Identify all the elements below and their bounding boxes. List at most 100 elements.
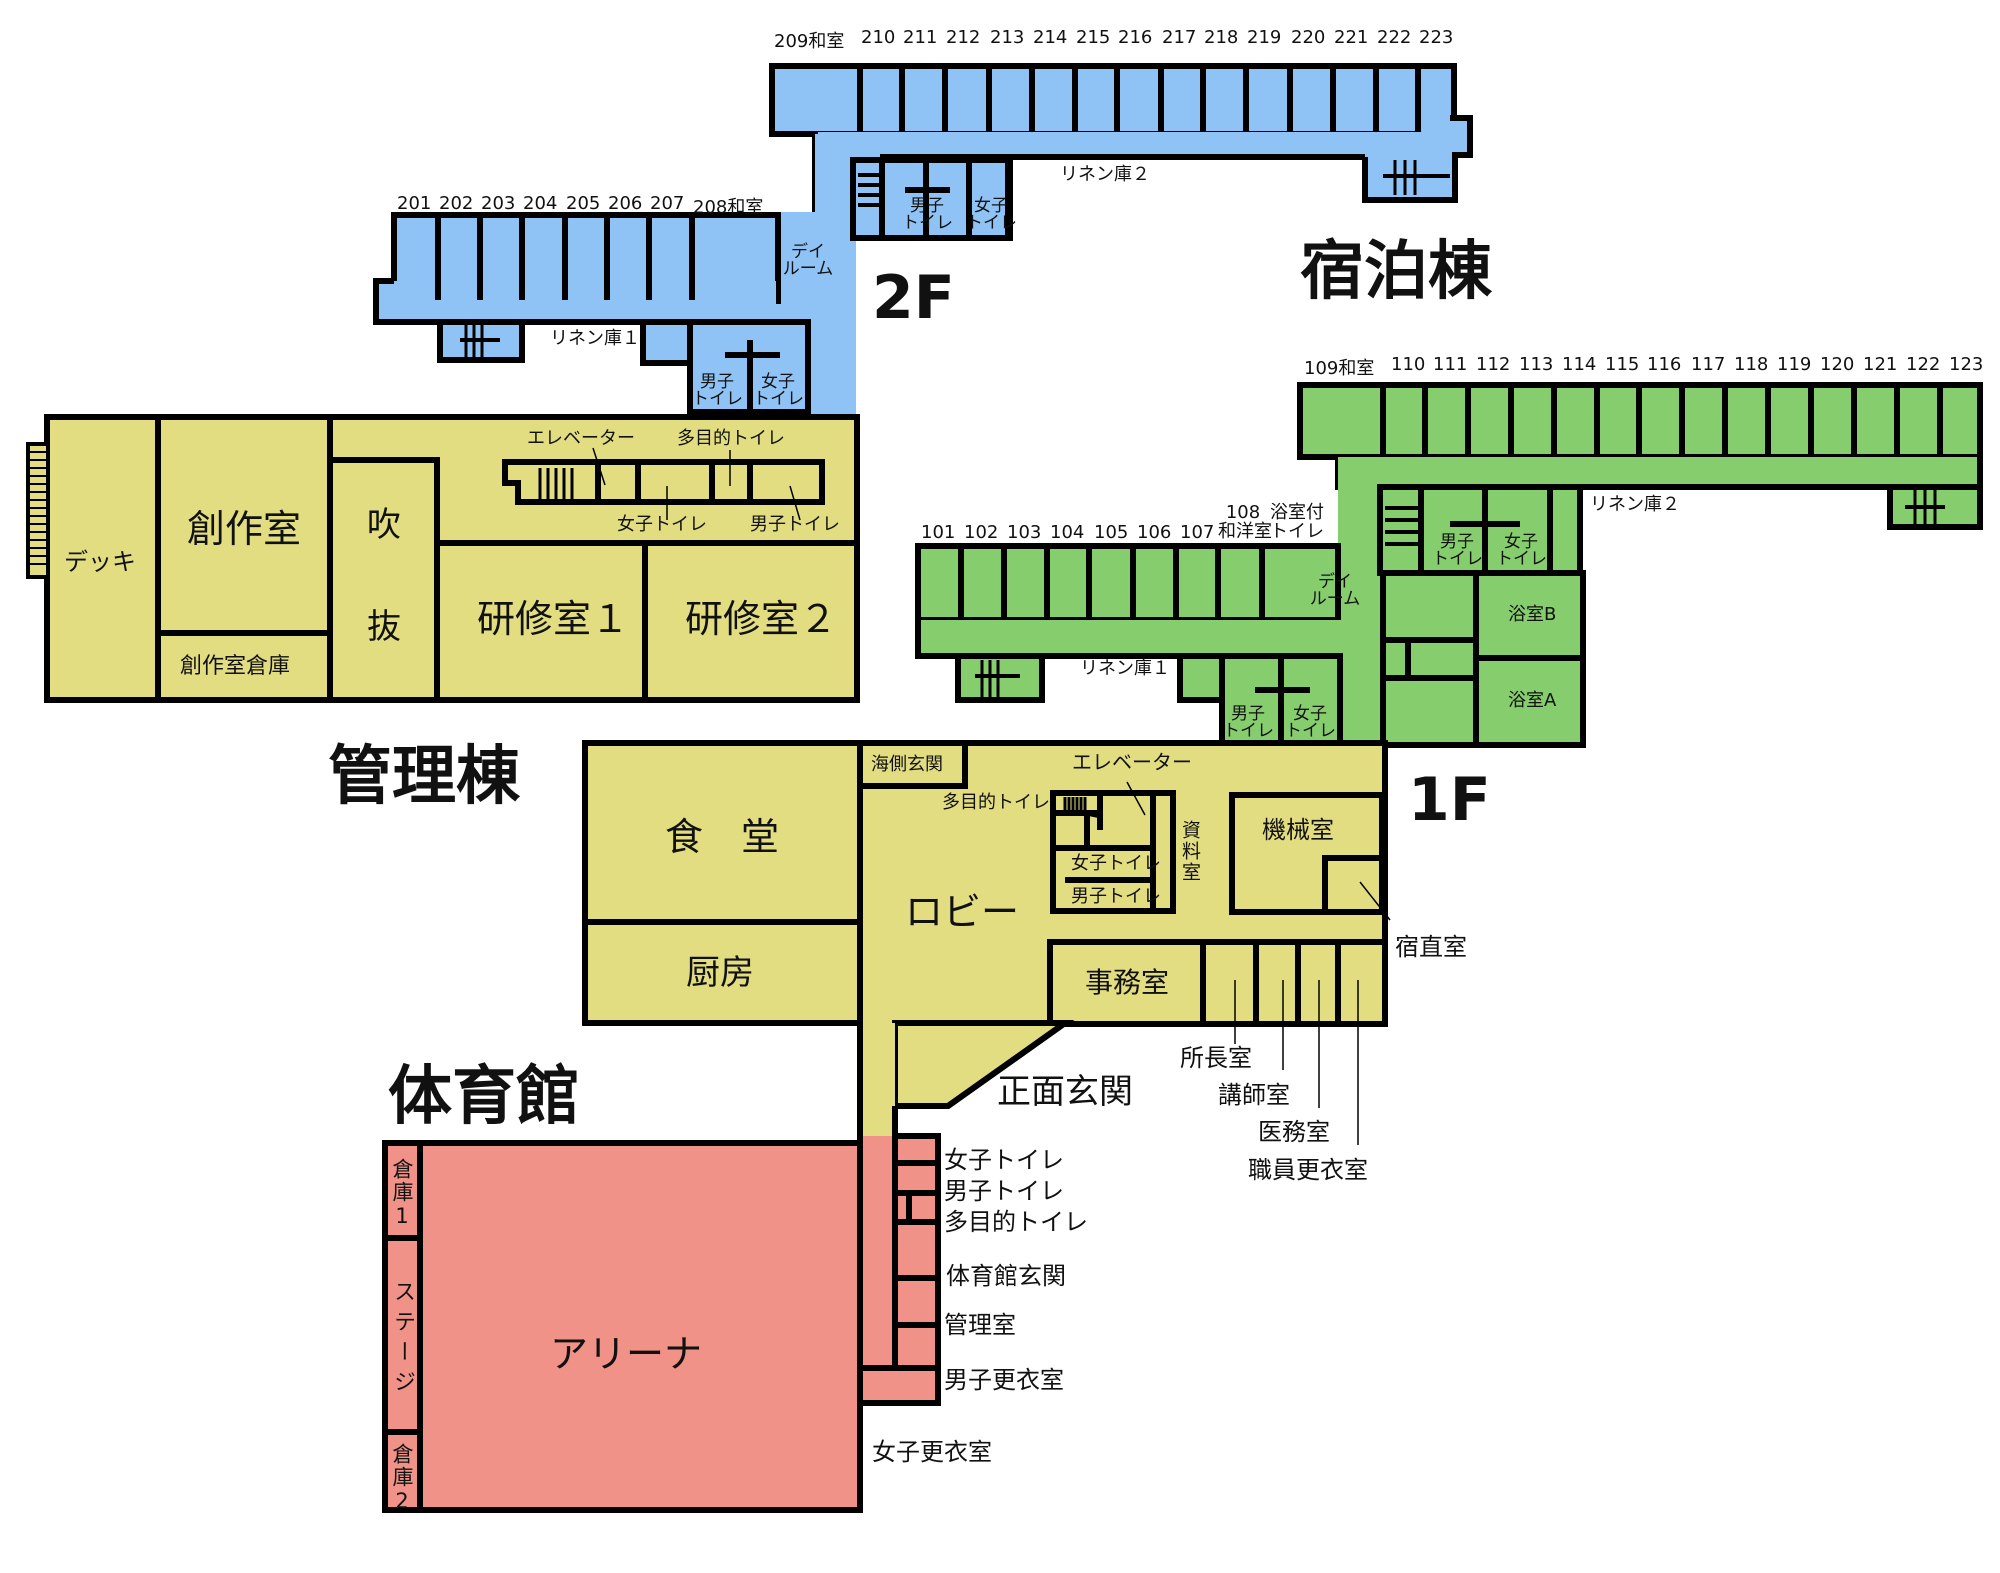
room-label: 113 bbox=[1519, 354, 1554, 375]
room-label: 109和室 bbox=[1304, 358, 1375, 379]
room-label: 208和室 bbox=[693, 197, 764, 218]
room-label: 115 bbox=[1605, 354, 1640, 375]
sea-entrance-label: 海側玄関 bbox=[871, 754, 943, 775]
bath-a-label: 浴室A bbox=[1508, 690, 1557, 711]
room-label: 222 bbox=[1377, 27, 1412, 48]
room-label: 218 bbox=[1204, 27, 1239, 48]
room-label: 207 bbox=[650, 193, 685, 214]
room-label: 217 bbox=[1162, 27, 1197, 48]
admin1f-multipurpose-toilet-label: 多目的トイレ bbox=[942, 792, 1050, 813]
floor2-east-rooms bbox=[857, 66, 1421, 132]
room-label: 202 bbox=[439, 193, 474, 214]
room-label: 114 bbox=[1562, 354, 1597, 375]
room-label: 211 bbox=[903, 27, 938, 48]
storage-1-label: 倉庫1 bbox=[390, 1158, 414, 1230]
room-label: 102 bbox=[964, 522, 999, 543]
admin2f-multipurpose-toilet-label: 多目的トイレ bbox=[677, 428, 785, 449]
medical-room-label: 医務室 bbox=[1258, 1118, 1330, 1146]
craft-room-label: 創作室 bbox=[187, 507, 302, 551]
room-label: 121 bbox=[1863, 354, 1898, 375]
machine-room-label: 機械室 bbox=[1262, 816, 1334, 844]
floor1-west-male-toilet: 男子トイレ bbox=[1223, 704, 1274, 741]
craft-storage-label: 創作室倉庫 bbox=[180, 654, 291, 679]
gym-male-toilet-label: 男子トイレ bbox=[944, 1177, 1064, 1205]
lobby-label: ロビー bbox=[905, 890, 1020, 934]
gym-management-room-label: 管理室 bbox=[944, 1311, 1016, 1339]
floor1-linen1-label: リネン庫１ bbox=[1080, 658, 1170, 679]
room-label: 106 bbox=[1137, 522, 1172, 543]
bath-toilet-room-label: 浴室付トイレ bbox=[1270, 502, 1324, 542]
admin1f-male-toilet-label: 男子トイレ bbox=[1071, 886, 1161, 907]
admin2f-elevator-label: エレベーター bbox=[527, 428, 635, 449]
room-label: 122 bbox=[1906, 354, 1941, 375]
room-label: 116 bbox=[1647, 354, 1682, 375]
room-label: 111 bbox=[1433, 354, 1468, 375]
room-label: 201 bbox=[397, 193, 432, 214]
gym-female-locker-label: 女子更衣室 bbox=[872, 1438, 992, 1466]
dining-hall-label: 食 堂 bbox=[665, 815, 780, 859]
floor1-linen2-label: リネン庫２ bbox=[1590, 494, 1680, 515]
room-label: 220 bbox=[1291, 27, 1326, 48]
room-label: 205 bbox=[566, 193, 601, 214]
lodging-building-title: 宿泊棟 bbox=[1300, 235, 1492, 309]
room-label: 112 bbox=[1476, 354, 1511, 375]
arena-label: アリーナ bbox=[550, 1332, 703, 1376]
night-duty-room-label: 宿直室 bbox=[1395, 933, 1467, 961]
main-entrance-label: 正面玄関 bbox=[997, 1072, 1133, 1112]
floor-1f-label: 1F bbox=[1408, 765, 1491, 835]
floor1-west-room-numbers: 101 102 103 104 105 106 107 bbox=[921, 522, 1223, 543]
admin1f-female-toilet-label: 女子トイレ bbox=[1071, 853, 1161, 874]
staff-locker-room-label: 職員更衣室 bbox=[1248, 1156, 1368, 1184]
admin-1f bbox=[582, 740, 1388, 1153]
stage-label: ステージ bbox=[390, 1280, 415, 1400]
floor2-linen2-label: リネン庫２ bbox=[1060, 164, 1150, 185]
floor2-east-room-numbers: 209和室 210 211 212 213 214 215 216 217 21… bbox=[774, 27, 1463, 53]
room-label: 209和室 bbox=[774, 31, 845, 52]
room-label: 219 bbox=[1247, 27, 1282, 48]
admin-2f bbox=[26, 414, 860, 703]
deck-label: デッキ bbox=[64, 548, 136, 576]
floor2-dayroom-label: デイルーム bbox=[782, 242, 834, 279]
room-label: 120 bbox=[1820, 354, 1855, 375]
gym bbox=[382, 1133, 941, 1513]
room-label: 118 bbox=[1734, 354, 1769, 375]
floor1-east-room-numbers: 109和室 110 111 112 113 114 115 116 117 11… bbox=[1304, 354, 1993, 380]
floor2-east-male-toilet: 男子トイレ bbox=[902, 196, 953, 233]
room-label: 213 bbox=[990, 27, 1025, 48]
room-label: 204 bbox=[523, 193, 558, 214]
room-label: 103 bbox=[1007, 522, 1042, 543]
room-label: 104 bbox=[1050, 522, 1085, 543]
floor1-east-male-toilet: 男子トイレ bbox=[1432, 532, 1483, 569]
admin2f-male-toilet-label: 男子トイレ bbox=[750, 514, 840, 535]
room-label: 117 bbox=[1691, 354, 1726, 375]
floor1-west-female-toilet: 女子トイレ bbox=[1285, 704, 1336, 741]
lecturer-room-label: 講師室 bbox=[1218, 1081, 1290, 1109]
kitchen-label: 厨房 bbox=[686, 953, 754, 993]
floor2-west-room-numbers: 201 202 203 204 205 206 207 208和室 bbox=[397, 193, 773, 219]
gym-building-title: 体育館 bbox=[388, 1060, 580, 1134]
office-label: 事務室 bbox=[1085, 966, 1170, 999]
floor1-east-female-toilet: 女子トイレ bbox=[1496, 532, 1547, 569]
floor2-west-female-toilet: 女子トイレ bbox=[753, 372, 804, 409]
floor-2f-label: 2F bbox=[872, 263, 955, 333]
floor2-west-male-toilet: 男子トイレ bbox=[692, 372, 743, 409]
admin1f-elevator-label: エレベーター bbox=[1072, 750, 1192, 774]
admin-building-title: 管理棟 bbox=[328, 740, 520, 814]
room-label: 210 bbox=[861, 27, 896, 48]
admin2f-female-toilet-label: 女子トイレ bbox=[617, 514, 707, 535]
floor1-dayroom-label: デイルーム bbox=[1309, 572, 1361, 609]
room-label: 206 bbox=[608, 193, 643, 214]
room-label: 110 bbox=[1391, 354, 1426, 375]
room-label: 203 bbox=[481, 193, 516, 214]
room-label: 212 bbox=[946, 27, 981, 48]
room-label: 214 bbox=[1033, 27, 1068, 48]
room-label: 107 bbox=[1180, 522, 1215, 543]
room-label: 223 bbox=[1419, 27, 1454, 48]
floor2-east-female-toilet: 女子トイレ bbox=[966, 196, 1017, 233]
gym-female-toilet-label: 女子トイレ bbox=[944, 1146, 1064, 1174]
room-label: 221 bbox=[1334, 27, 1369, 48]
room-label: 215 bbox=[1076, 27, 1111, 48]
room-label: 123 bbox=[1949, 354, 1984, 375]
